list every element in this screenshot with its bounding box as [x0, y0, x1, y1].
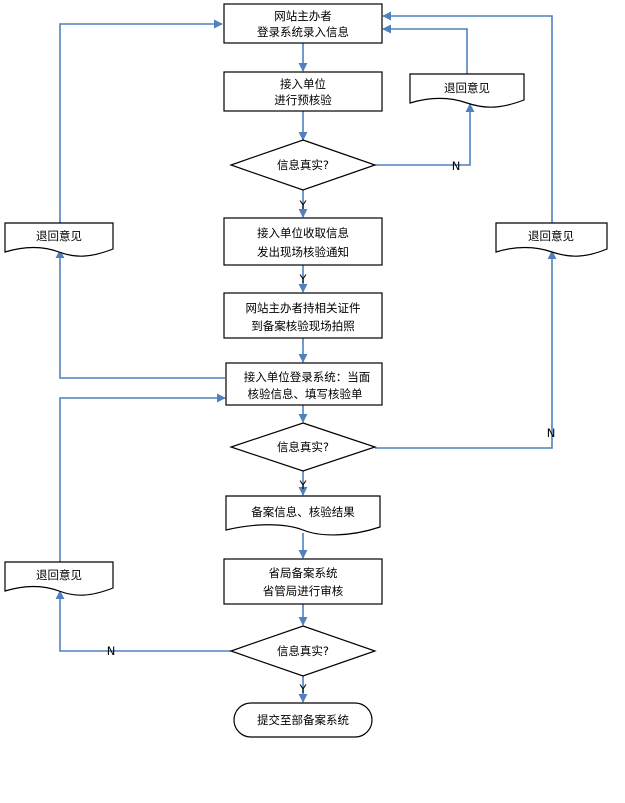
decision-3-label: 信息真实? [277, 644, 329, 658]
return-doc-2-label: 退回意见 [36, 229, 82, 243]
step-5: 接入单位登录系统：当面 核验信息、填写核验单 [225, 362, 383, 406]
label-d1-no: N [452, 159, 461, 173]
step-4-line-2: 到备案核验现场拍照 [251, 319, 355, 333]
step-3: 接入单位收取信息 发出现场核验通知 [223, 217, 383, 266]
connectors [55, 11, 557, 703]
step-1: 网站主办者 登录系统录入信息 [223, 3, 383, 44]
decision-2-label: 信息真实? [277, 440, 329, 454]
arrow-s5-r2 [55, 249, 225, 379]
decision-2: 信息真实? [229, 422, 377, 472]
label-s3-s4-yes: Y [298, 272, 307, 286]
return-doc-4-label: 退回意见 [36, 568, 82, 582]
label-d2-no: N [547, 426, 556, 440]
edge-labels: Y N Y N Y N Y [107, 159, 556, 696]
step-7-line-1: 省局备案系统 [269, 566, 338, 580]
label-d3-no: N [107, 644, 116, 658]
step-5-line-1: 接入单位登录系统：当面 [244, 370, 371, 384]
return-doc-4: 退回意见 [4, 561, 114, 596]
step-3-line-1: 接入单位收取信息 [257, 226, 349, 240]
arrow-r3-s1 [382, 11, 553, 223]
arrow-d1-no-r1 [375, 103, 475, 166]
step-1-line-1: 网站主办者 [274, 9, 332, 23]
return-doc-1: 退回意见 [409, 73, 525, 108]
step-4-line-1: 网站主办者持相关证件 [246, 301, 361, 315]
label-d2-yes: Y [298, 478, 307, 492]
return-doc-2: 退回意见 [4, 222, 114, 257]
arrow-r2-s1 [59, 19, 223, 225]
decision-1: 信息真实? [229, 139, 377, 191]
return-doc-3: 退回意见 [495, 222, 608, 257]
arrow-r4-s5 [59, 393, 226, 564]
step-7-line-2: 省管局进行审核 [263, 584, 344, 598]
arrow-d3-no-r4 [55, 590, 231, 652]
label-d1-yes: Y [298, 198, 307, 212]
step-2: 接入单位 进行预核验 [223, 71, 383, 112]
return-doc-1-label: 退回意见 [444, 81, 490, 95]
step-3-line-2: 发出现场核验通知 [257, 245, 349, 259]
end-terminal-label: 提交至部备案系统 [257, 713, 349, 727]
arrow-d2-no-r3 [375, 250, 557, 449]
step-6-label: 备案信息、核验结果 [251, 505, 355, 519]
step-2-line-2: 进行预核验 [274, 93, 332, 107]
end-terminal: 提交至部备案系统 [233, 702, 373, 738]
label-d3-yes: Y [298, 682, 307, 696]
step-1-line-2: 登录系统录入信息 [257, 25, 349, 39]
arrow-r1-s1 [382, 24, 468, 84]
step-4: 网站主办者持相关证件 到备案核验现场拍照 [223, 292, 383, 339]
decision-1-label: 信息真实? [277, 158, 329, 172]
return-doc-3-label: 退回意见 [528, 229, 574, 243]
step-5-line-2: 核验信息、填写核验单 [248, 387, 363, 401]
step-7: 省局备案系统 省管局进行审核 [223, 558, 383, 605]
step-6-document: 备案信息、核验结果 [225, 495, 381, 536]
step-2-line-1: 接入单位 [280, 77, 326, 91]
decision-3: 信息真实? [229, 625, 377, 677]
